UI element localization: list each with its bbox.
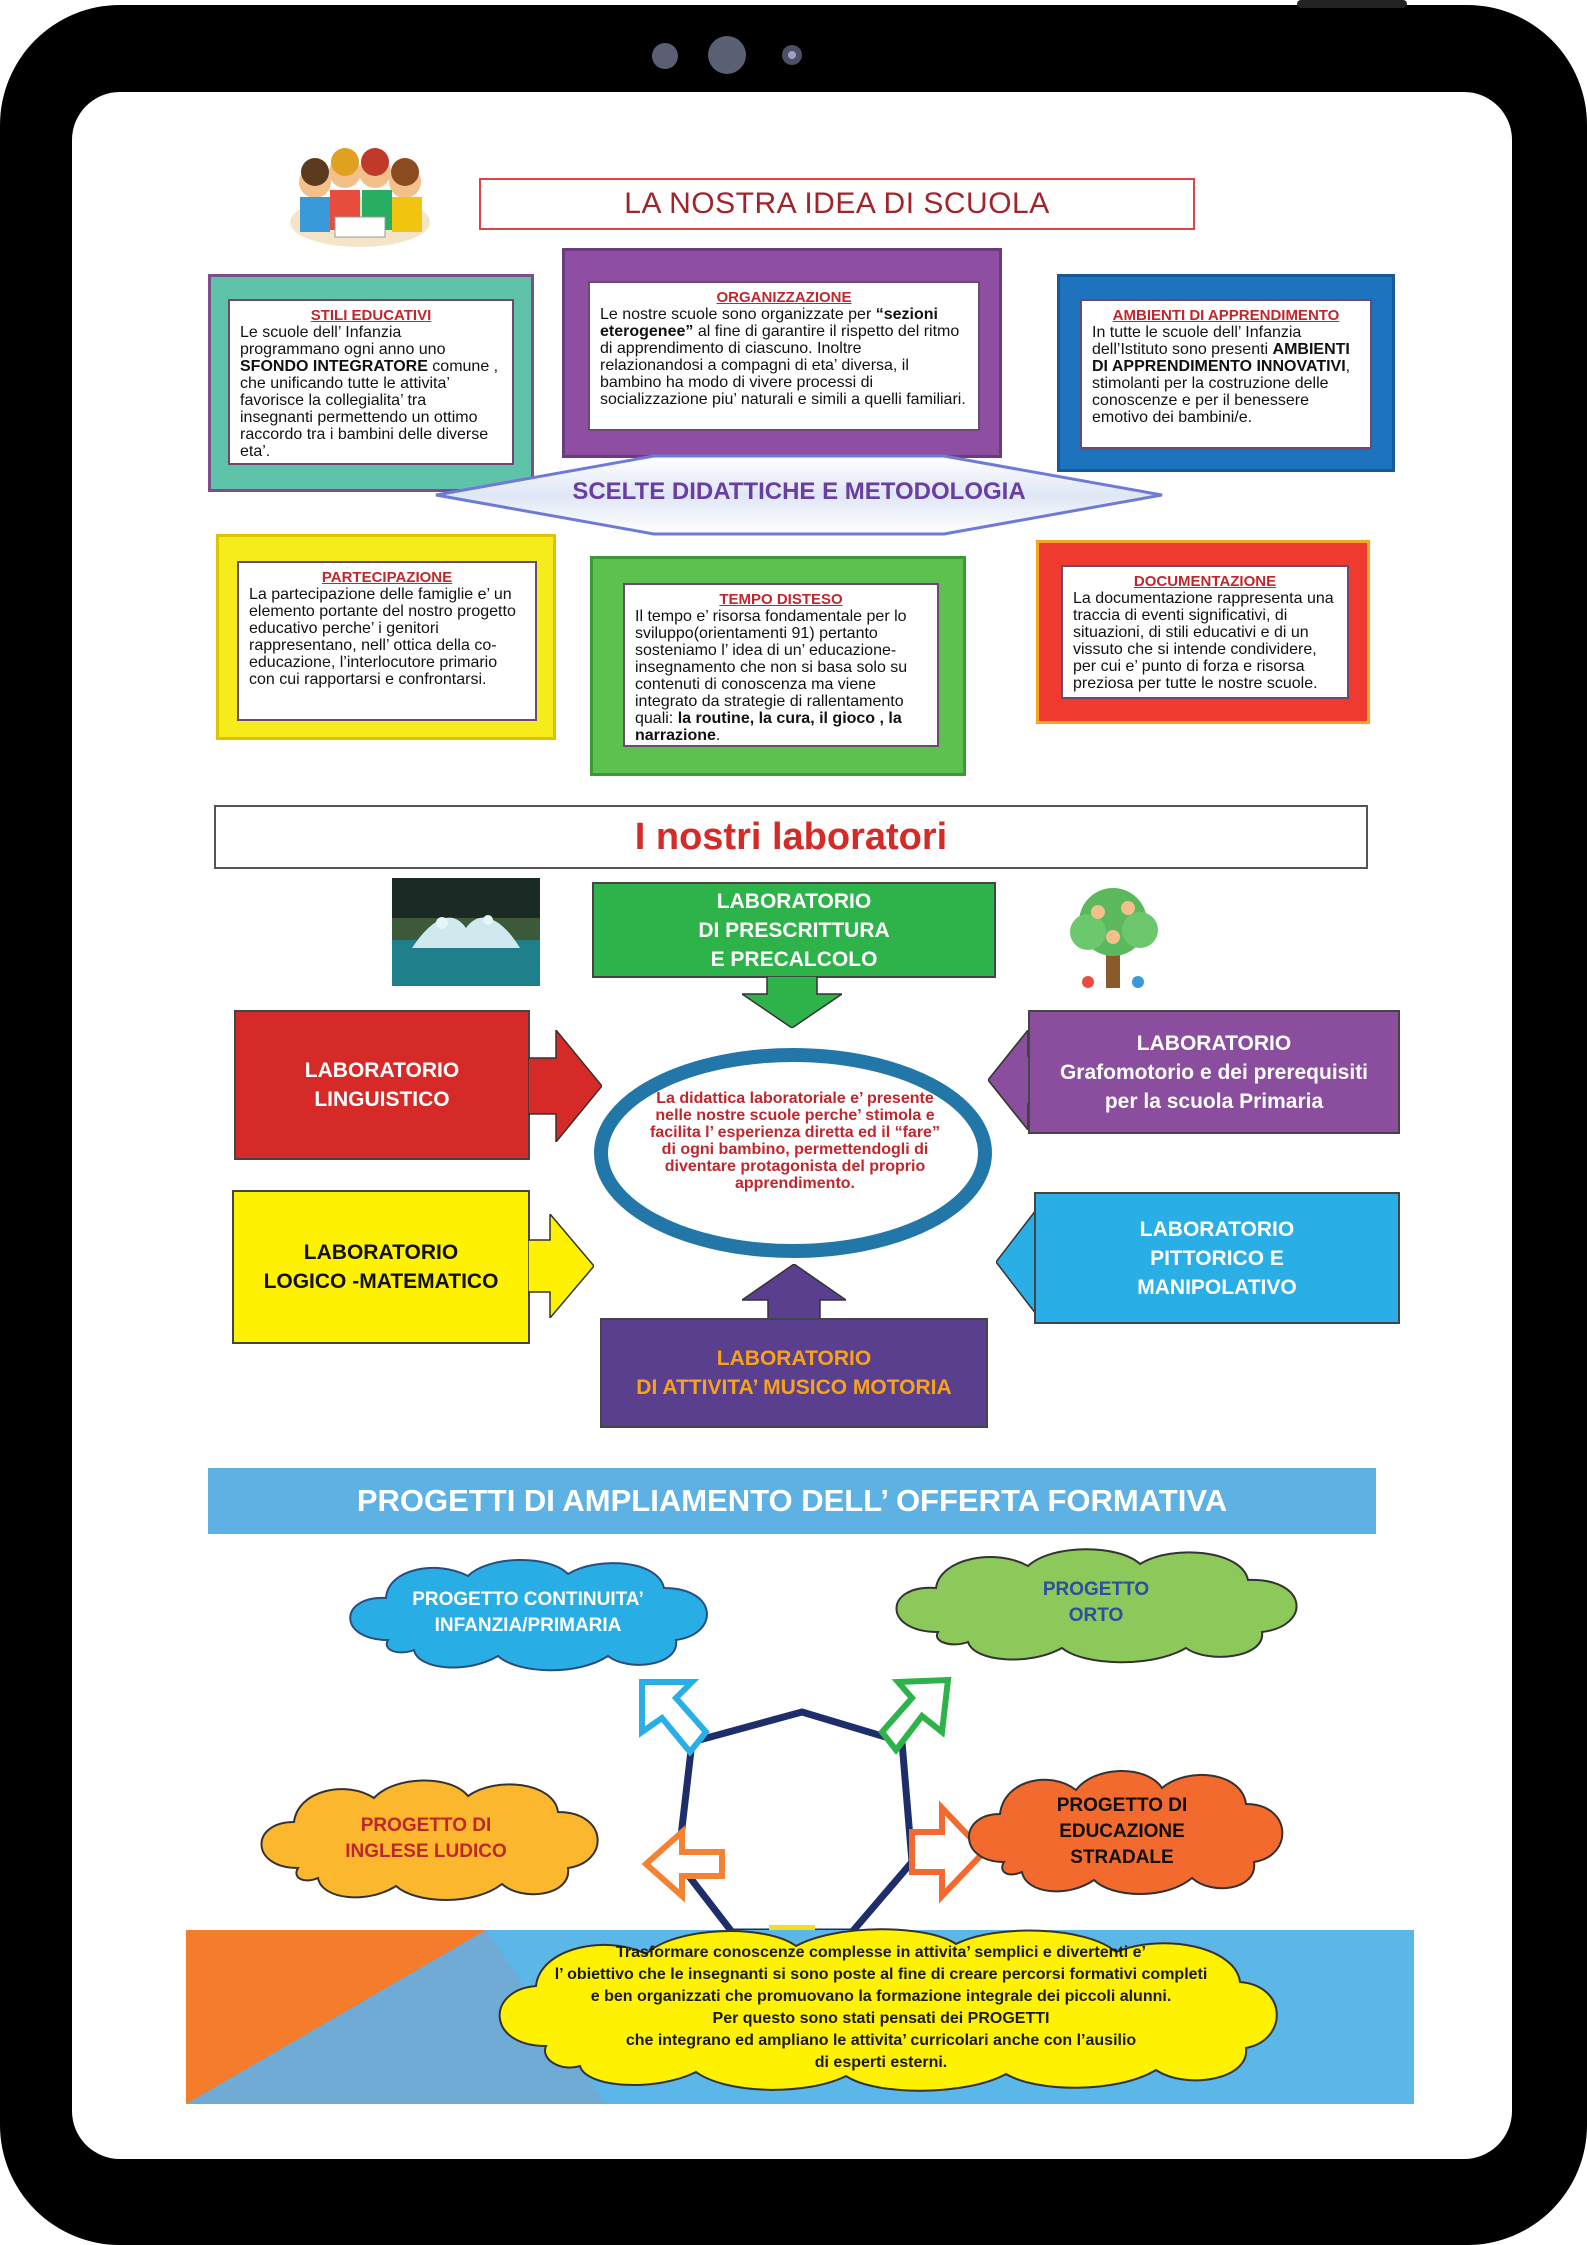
arrow-orange-left	[641, 1825, 725, 1903]
cloud-continuita[interactable]: PROGETTO CONTINUITA’ INFANZIA/PRIMARIA	[328, 1548, 728, 1678]
partecipazione-title: PARTECIPAZIONE	[321, 569, 453, 586]
organizzazione-card: ORGANIZZAZIONE Le nostre scuole sono org…	[562, 248, 1002, 458]
progetti-title-bar: PROGETTI DI AMPLIAMENTO DELL’ OFFERTA FO…	[208, 1468, 1376, 1534]
water-splash-photo	[392, 878, 540, 986]
arrow-up-violet	[742, 1264, 846, 1320]
camera-lens-icon	[708, 36, 746, 74]
arrow-blue-upleft	[639, 1679, 710, 1757]
arrow-right-yellow	[528, 1214, 594, 1318]
cloud-stradale-label: PROGETTO DI EDUCAZIONE STRADALE	[1056, 1795, 1188, 1868]
power-button[interactable]	[1297, 0, 1407, 8]
stili-educativi-title: STILI EDUCATIVI	[310, 307, 432, 324]
tempo-body: Il tempo e’ risorsa fondamentale per lo …	[635, 608, 908, 727]
lab-linguistico[interactable]: LABORATORIO LINGUISTICO	[234, 1010, 530, 1160]
tempo-disteso-content: TEMPO DISTESO Il tempo e’ risorsa fondam…	[623, 583, 939, 747]
arrow-green-upright	[878, 1676, 952, 1755]
ambienti-content: AMBIENTI DI APPRENDIMENTO In tutte le sc…	[1080, 299, 1372, 449]
lab-pittorico[interactable]: LABORATORIO PITTORICO E MANIPOLATIVO	[1034, 1192, 1400, 1324]
screen: LA NOSTRA IDEA DI SCUOLA STILI EDUCATIVI…	[72, 92, 1512, 2159]
lab-prescrittura[interactable]: LABORATORIO DI PRESCRITTURA E PRECALCOLO	[592, 882, 996, 978]
banner-label: SCELTE DIDATTICHE E METODOLOGIA	[572, 478, 1026, 505]
organizzazione-title: ORGANIZZAZIONE	[716, 289, 852, 306]
laboratori-title-box: I nostri laboratori	[214, 805, 1368, 869]
cloud-shape-red-orange	[968, 1770, 1284, 1895]
tempo-body-bold: la routine, la cura, il gioco , la narra…	[635, 710, 902, 744]
cloud-orto-label: PROGETTO ORTO	[1042, 1579, 1150, 1626]
cloud-stradale[interactable]: PROGETTO DI EDUCAZIONE STRADALE	[952, 1758, 1292, 1906]
cloud-orto[interactable]: PROGETTO ORTO	[872, 1538, 1320, 1668]
cloud-shape-yellow	[498, 1928, 1278, 2092]
arrow-orange-right	[909, 1800, 989, 1904]
cloud-shape-orange	[260, 1779, 599, 1901]
stili-educativi-content: STILI EDUCATIVI Le scuole dell’ Infanzia…	[228, 299, 514, 465]
ambienti-card: AMBIENTI DI APPRENDIMENTO In tutte le sc…	[1057, 274, 1395, 472]
bottom-cloud: Trasformare conoscenze complesse in atti…	[476, 1920, 1286, 2096]
documentazione-content: DOCUMENTAZIONE La documentazione rappres…	[1061, 565, 1349, 699]
partecipazione-content: PARTECIPAZIONE La partecipazione delle f…	[237, 561, 537, 721]
ambienti-title: AMBIENTI DI APPRENDIMENTO	[1112, 307, 1340, 324]
page-title: LA NOSTRA IDEA DI SCUOLA	[624, 187, 1050, 220]
organizzazione-body: Le nostre scuole sono organizzate per	[600, 306, 876, 323]
center-ellipse	[594, 1048, 992, 1258]
banner-diamond	[435, 454, 1163, 536]
cloud-shape-green	[895, 1548, 1298, 1664]
cloud-shape-blue	[349, 1558, 708, 1672]
camera-dot-icon	[652, 43, 678, 69]
ambienti-body-bold: AMBIENTI DI APPRENDIMENTO INNOVATIVI	[1092, 341, 1350, 375]
cloud-inglese-label: PROGETTO DI INGLESE LUDICO	[345, 1815, 507, 1862]
documentazione-title: DOCUMENTAZIONE	[1133, 573, 1277, 590]
arrow-down-green	[742, 976, 842, 1028]
stili-educativi-card: STILI EDUCATIVI Le scuole dell’ Infanzia…	[208, 274, 534, 492]
documentazione-card: DOCUMENTAZIONE La documentazione rappres…	[1036, 540, 1370, 724]
center-text: La didattica laboratoriale e’ presente n…	[650, 1090, 940, 1192]
sensor-icon	[782, 45, 802, 65]
stili-body-bold: SFONDO INTEGRATORE	[240, 358, 428, 375]
tempo-disteso-card: TEMPO DISTESO Il tempo e’ risorsa fondam…	[590, 556, 966, 776]
partecipazione-card: PARTECIPAZIONE La partecipazione delle f…	[216, 534, 556, 740]
documentazione-body: La documentazione rappresenta una tracci…	[1073, 590, 1334, 692]
laboratori-title: I nostri laboratori	[634, 815, 948, 858]
children-reading-illustration	[290, 148, 430, 247]
partecipazione-body: La partecipazione delle famiglie e’ un e…	[249, 586, 516, 688]
lab-grafomotorio[interactable]: LABORATORIO Grafomotorio e dei prerequis…	[1028, 1010, 1400, 1134]
arrow-right-red	[528, 1030, 602, 1142]
cloud-continuita-label: PROGETTO CONTINUITA’ INFANZIA/PRIMARIA	[412, 1589, 644, 1636]
organizzazione-body-end: al fine di garantire il rispetto del rit…	[600, 323, 966, 408]
ambienti-body: In tutte le scuole dell’ Infanzia dell’I…	[1092, 324, 1302, 358]
tree-children-illustration	[1070, 888, 1158, 988]
tempo-disteso-title: TEMPO DISTESO	[719, 591, 843, 608]
organizzazione-body-bold: “sezioni eterogenee”	[600, 306, 938, 340]
organizzazione-content: ORGANIZZAZIONE Le nostre scuole sono org…	[588, 281, 980, 431]
ambienti-body-end: , stimolanti per la costruzione delle co…	[1092, 358, 1351, 426]
lab-musico-motoria[interactable]: LABORATORIO DI ATTIVITA’ MUSICO MOTORIA	[600, 1318, 988, 1428]
lab-logico-matematico[interactable]: LABORATORIO LOGICO -MATEMATICO	[232, 1190, 530, 1344]
progetti-title: PROGETTI DI AMPLIAMENTO DELL’ OFFERTA FO…	[356, 1483, 1228, 1518]
page-title-box: LA NOSTRA IDEA DI SCUOLA	[479, 178, 1195, 230]
tempo-body-end: .	[715, 727, 721, 744]
cloud-inglese[interactable]: PROGETTO DI INGLESE LUDICO	[242, 1768, 610, 1910]
bottom-cloud-text: Trasformare conoscenze complesse in atti…	[554, 1944, 1208, 2071]
stili-body-end: comune , che unificando tutte le attivit…	[240, 358, 499, 460]
stili-body: Le scuole dell’ Infanzia programmano ogn…	[240, 324, 446, 358]
